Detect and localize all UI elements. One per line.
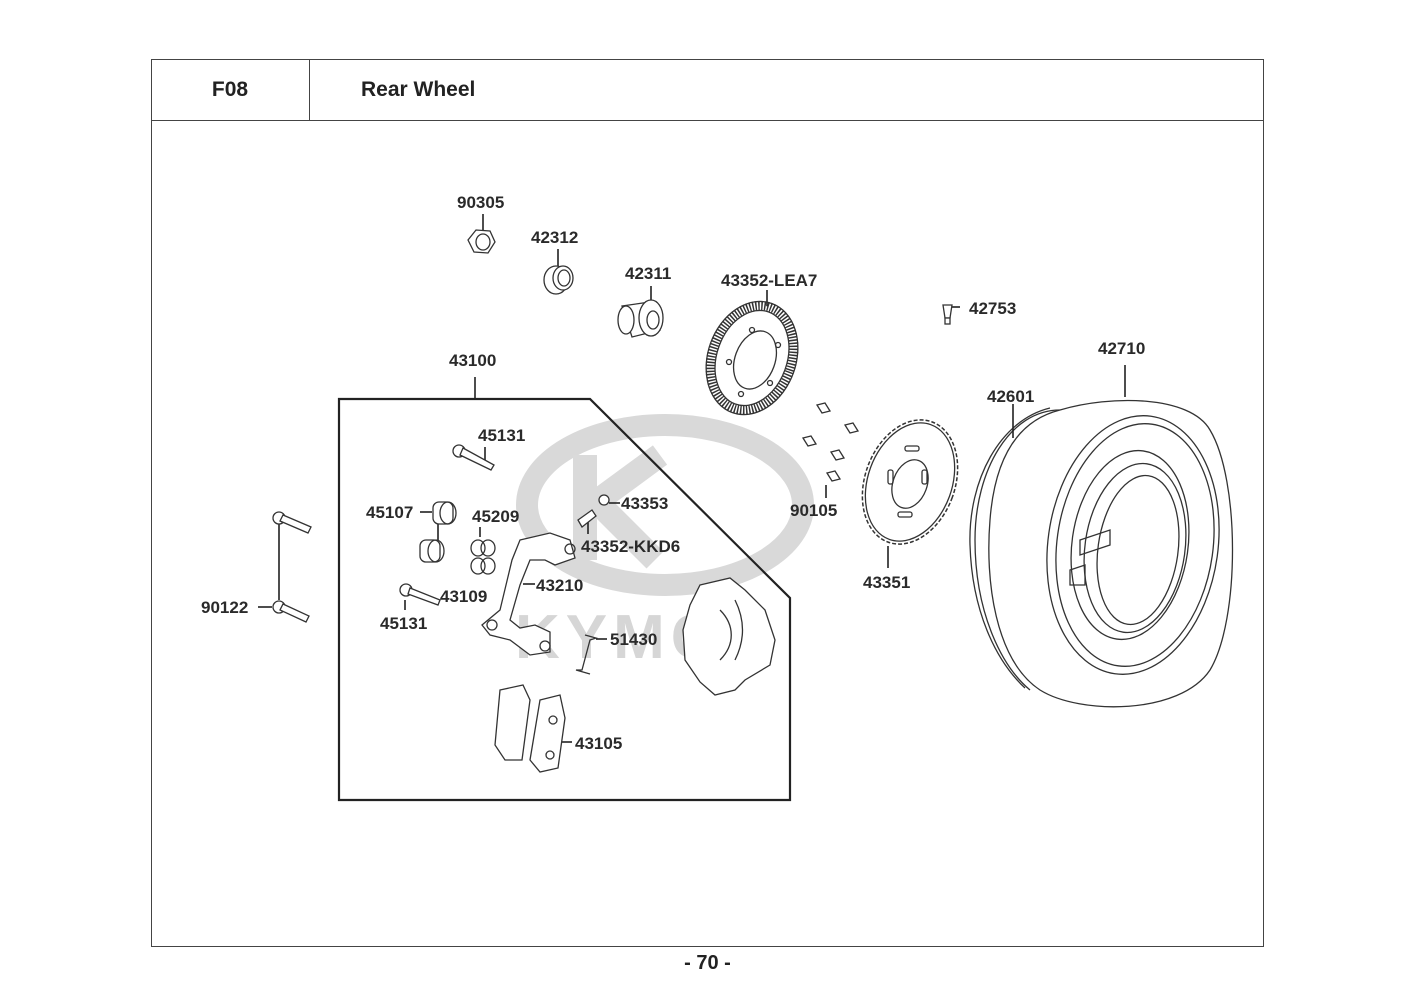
page-number: - 70 -: [684, 952, 731, 974]
part-label: 43109: [440, 587, 487, 606]
part-45107-pistons[interactable]: 45107: [366, 501, 457, 563]
part-label: 43351: [863, 573, 910, 592]
part-42312-oil-seal[interactable]: 42312: [531, 228, 578, 295]
section-code: F08: [151, 59, 310, 121]
part-43100-caliper-assembly[interactable]: 43100: [449, 351, 496, 399]
part-43210-caliper-bracket[interactable]: 43210: [481, 532, 583, 656]
part-label: 42601: [987, 387, 1034, 406]
part-43351-brake-disc[interactable]: 43351: [846, 406, 974, 592]
part-43352-kkd6-bleeder-screw[interactable]: 43352-KKD6: [577, 509, 680, 556]
part-42710-tire[interactable]: 42710: [969, 339, 1235, 708]
part-label: 90105: [790, 501, 837, 520]
part-51430-pad-spring[interactable]: 51430: [575, 630, 657, 675]
part-90122-caliper-bolts[interactable]: 90122: [201, 511, 312, 623]
part-label: 42311: [625, 264, 671, 283]
part-90105-disc-bolts[interactable]: 90105: [790, 402, 860, 520]
part-label: 45209: [472, 507, 519, 526]
part-label: 43352-LEA7: [721, 271, 817, 290]
part-43105-brake-pads[interactable]: 43105: [494, 684, 622, 773]
part-label: 42312: [531, 228, 578, 247]
diagram-frame: [151, 59, 1264, 947]
part-label: 45131: [478, 426, 525, 445]
part-label: 45107: [366, 503, 413, 522]
part-43353-bleeder-cap[interactable]: 43353: [598, 494, 668, 513]
part-45131-slide-pin-bottom[interactable]: 45131: [380, 583, 441, 633]
part-90305-nut[interactable]: 90305: [457, 193, 504, 254]
part-label: 43105: [575, 734, 622, 753]
part-label: 42753: [969, 299, 1016, 318]
part-label: 51430: [610, 630, 657, 649]
part-label: 43352-KKD6: [581, 537, 680, 556]
caliper-assembly-outline: [337, 397, 792, 802]
part-45209-piston-seals[interactable]: 45209: [470, 507, 519, 575]
part-42601-wheel-rim[interactable]: 42601: [987, 387, 1034, 438]
part-label: 43210: [536, 576, 583, 595]
part-label: 43100: [449, 351, 496, 370]
part-42753-valve[interactable]: 42753: [942, 299, 1016, 325]
part-label: 90305: [457, 193, 504, 212]
section-title: Rear Wheel: [310, 59, 1264, 121]
part-label: 42710: [1098, 339, 1145, 358]
part-45131-slide-pin-top[interactable]: 45131: [452, 426, 525, 471]
part-43352-lea7-abs-tone-ring[interactable]: 43352-LEA7: [691, 271, 818, 428]
part-42311-collar[interactable]: 42311: [617, 264, 671, 338]
part-label: 43353: [621, 494, 668, 513]
part-label: 45131: [380, 614, 427, 633]
caliper-body-drawing: [682, 577, 776, 696]
part-43109-boot[interactable]: 43109: [440, 587, 487, 606]
caliper-body-detail: [719, 599, 744, 661]
part-label: 90122: [201, 598, 248, 617]
